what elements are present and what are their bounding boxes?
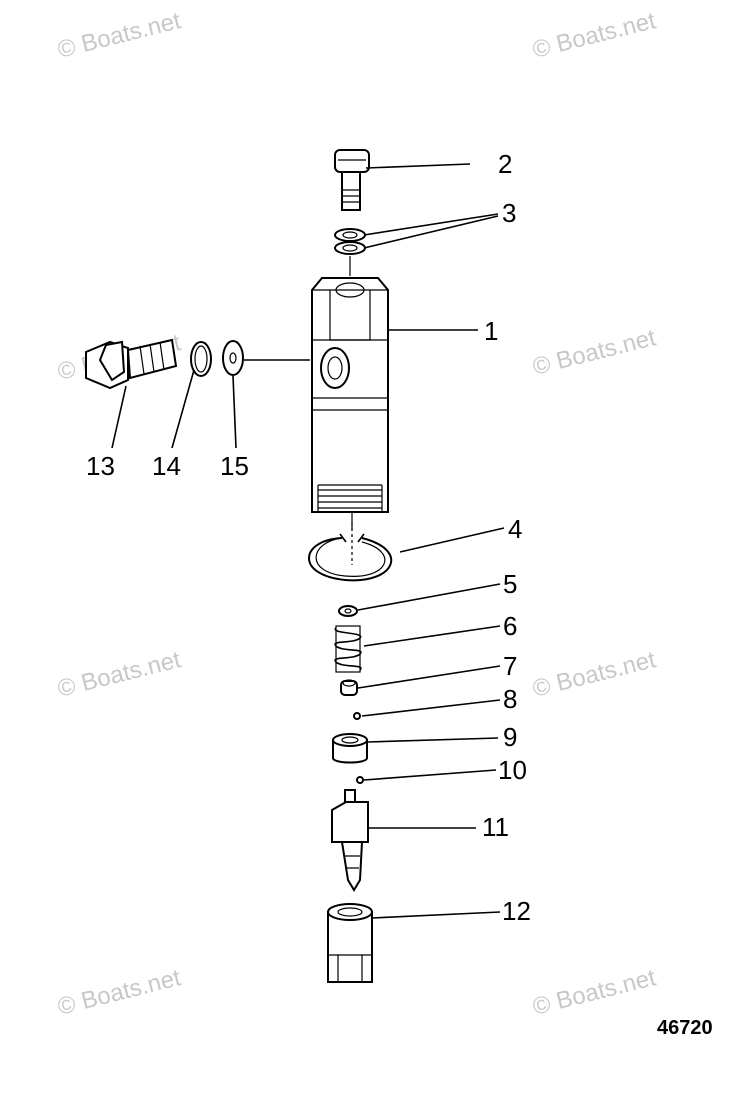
part-10-pin — [356, 776, 364, 784]
callout-labels: 2 3 1 4 5 6 7 8 9 10 11 12 13 14 15 — [86, 149, 531, 926]
leader-line-3 — [363, 213, 499, 249]
leader-line-7 — [357, 665, 501, 689]
callout-3: 3 — [502, 198, 516, 228]
callout-8: 8 — [503, 684, 517, 714]
leader-line-15 — [232, 375, 237, 449]
part-6-spring — [334, 625, 362, 673]
part-1-injector-body — [311, 277, 389, 513]
callout-11: 11 — [482, 812, 509, 842]
callout-1: 1 — [484, 316, 498, 346]
watermark: © Boats.net — [530, 7, 659, 64]
callout-4: 4 — [508, 514, 522, 544]
callout-12: 12 — [502, 896, 531, 926]
callout-15: 15 — [220, 451, 249, 481]
leader-line-4 — [399, 527, 505, 553]
part-5-washer — [338, 605, 358, 617]
part-7-spring-seat — [340, 679, 358, 696]
leader-line-5 — [357, 583, 501, 611]
leader-line-9 — [367, 737, 499, 743]
part-2-bolt — [334, 149, 370, 211]
leader-line-2 — [365, 163, 471, 169]
leader-line-14 — [171, 369, 195, 449]
part-9-spacer — [332, 733, 368, 764]
part-4-circlip — [308, 522, 393, 582]
figure-number: 46720 — [657, 1017, 713, 1039]
part-12-nozzle-nut — [327, 903, 373, 983]
part-8-pin — [353, 712, 361, 720]
leader-line-6 — [363, 625, 501, 647]
leader-lines — [111, 163, 505, 919]
part-13-fitting — [85, 338, 178, 390]
watermark: © Boats.net — [55, 7, 184, 64]
part-15-washer — [222, 340, 244, 376]
part-14-o-ring — [190, 341, 212, 377]
part-3-washers — [334, 228, 366, 255]
callout-2: 2 — [498, 149, 512, 179]
watermark: © Boats.net — [55, 646, 184, 703]
leader-line-8 — [361, 699, 501, 717]
watermark: © Boats.net — [530, 646, 659, 703]
callout-7: 7 — [503, 651, 517, 681]
watermark: © Boats.net — [530, 324, 659, 381]
callout-6: 6 — [503, 611, 517, 641]
callout-10: 10 — [498, 755, 527, 785]
callout-13: 13 — [86, 451, 115, 481]
callout-14: 14 — [152, 451, 181, 481]
leader-line-12 — [371, 911, 501, 919]
leader-line-13 — [111, 385, 127, 449]
leader-line-10 — [363, 769, 497, 781]
part-11-nozzle — [331, 789, 369, 892]
callout-9: 9 — [503, 722, 517, 752]
watermark: © Boats.net — [530, 964, 659, 1021]
callout-5: 5 — [503, 569, 517, 599]
watermark: © Boats.net — [55, 964, 184, 1021]
